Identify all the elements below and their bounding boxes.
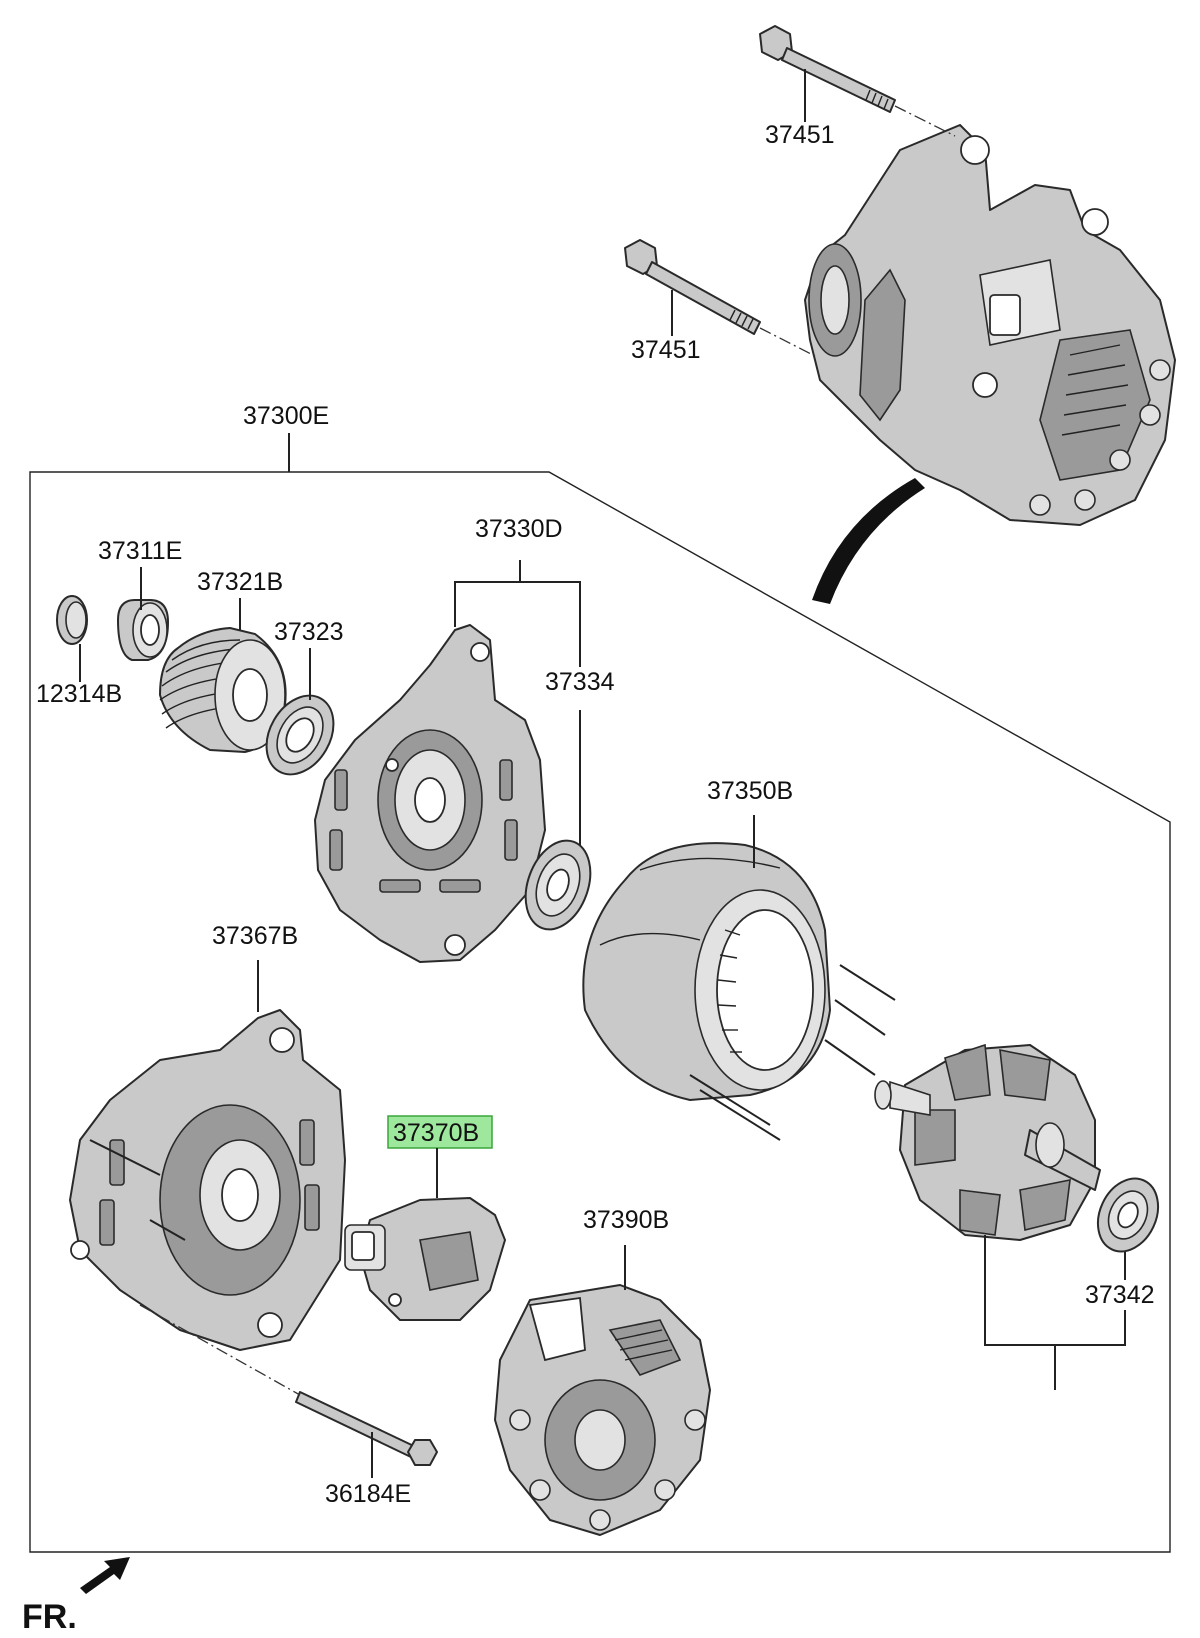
front-bracket-bracket-leader: [454, 581, 581, 667]
mounting-bolt-lower: [624, 239, 761, 335]
rear-cover: [494, 1284, 711, 1536]
alternator-assembly-illustration: [804, 124, 1176, 526]
voltage-regulator: [344, 1197, 506, 1321]
bolt-lower-axis: [759, 327, 816, 357]
assembly-frame: [29, 471, 1171, 1553]
assembly-pointer-arrow: [812, 478, 925, 604]
label-rear-cover: 37390B: [583, 1206, 669, 1234]
label-assembly: 37300E: [243, 402, 329, 430]
label-cap: 37311E: [98, 537, 182, 565]
label-through-bolt: 36184E: [325, 1480, 411, 1508]
through-bolt: [295, 1391, 438, 1466]
front-bearing: [265, 694, 335, 776]
label-pulley: 37321B: [197, 568, 283, 596]
label-stator: 37350B: [707, 777, 793, 805]
label-bolt-upper: 37451: [765, 121, 835, 149]
label-front-bracket: 37330D: [475, 515, 563, 543]
pulley-cap-small: [56, 595, 88, 645]
label-regulator: 37370B: [393, 1119, 479, 1147]
bracket-bearing: [524, 839, 592, 931]
pulley-cap: [117, 599, 169, 661]
label-bracket-bearing: 37334: [545, 668, 615, 696]
alternator-pulley: [159, 627, 287, 753]
through-bolt-axis: [139, 1304, 301, 1396]
rotor: [874, 1043, 1101, 1241]
label-cap-small: 12314B: [36, 680, 122, 708]
label-bolt-lower: 37451: [631, 336, 701, 364]
rear-bracket: [69, 1009, 346, 1351]
stator: [582, 842, 896, 1141]
label-front-bearing: 37323: [274, 618, 344, 646]
mounting-bolt-upper: [759, 25, 896, 113]
front-bracket: [314, 624, 546, 963]
bolt-upper-axis: [894, 105, 956, 137]
highlight-box: [387, 1115, 493, 1149]
rear-bearing: [1096, 1177, 1160, 1253]
front-direction-arrow: [80, 1557, 130, 1594]
label-rear-bracket: 37367B: [212, 922, 298, 950]
label-rear-bearing: 37342: [1085, 1281, 1155, 1309]
front-direction-label: FR.: [22, 1598, 77, 1636]
